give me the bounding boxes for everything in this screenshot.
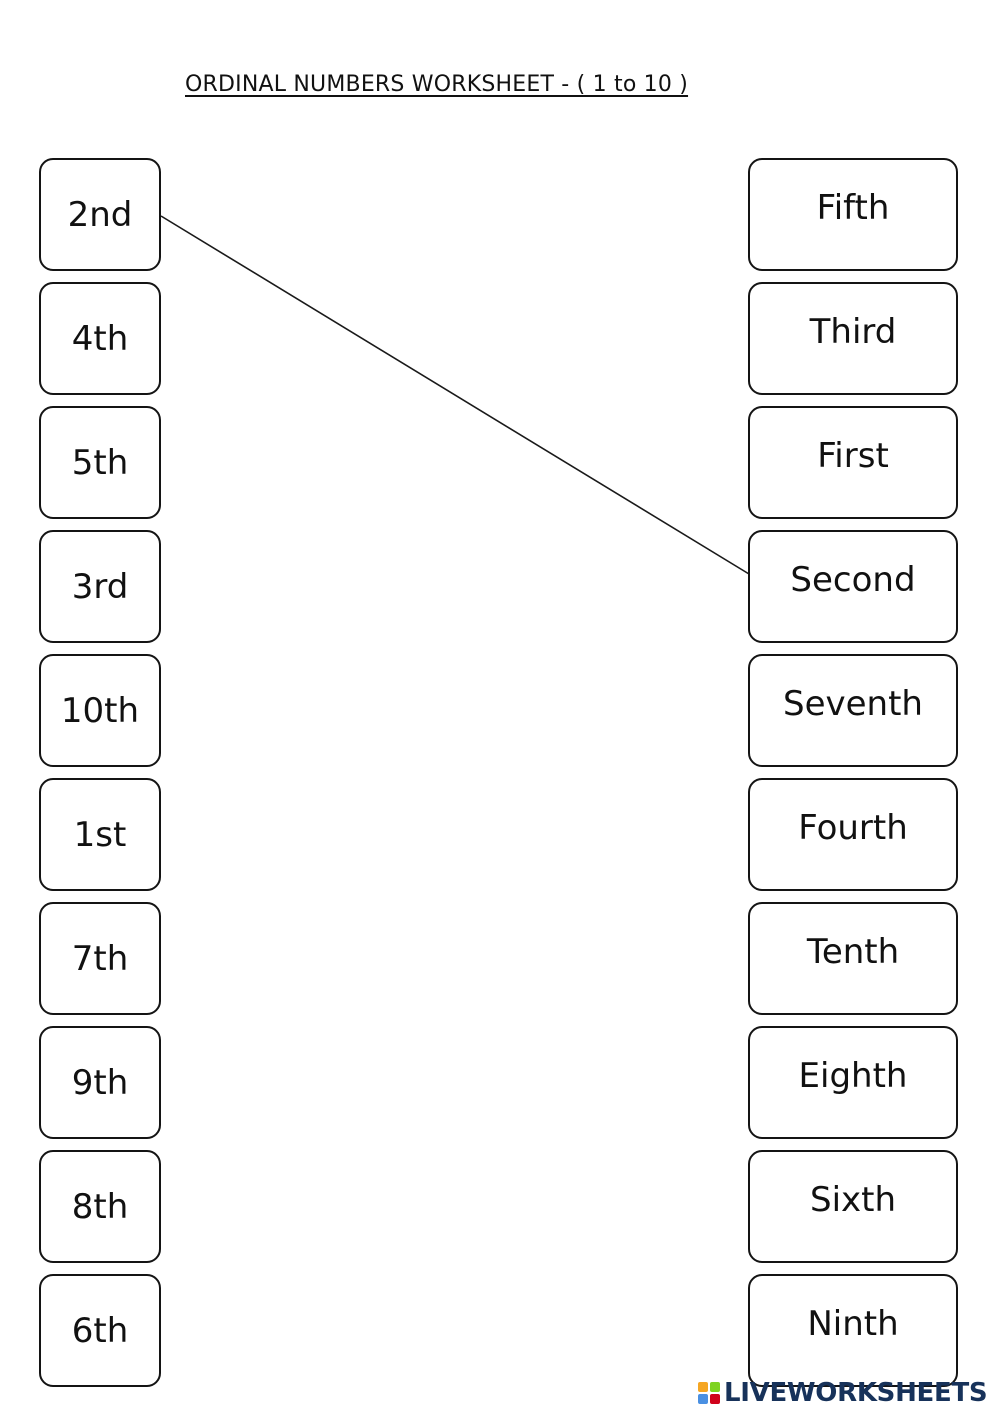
ordinal-word-box[interactable]: Ninth xyxy=(748,1274,958,1387)
ordinal-number-box[interactable]: 8th xyxy=(39,1150,161,1263)
ordinal-number-box[interactable]: 10th xyxy=(39,654,161,767)
ordinal-word-box[interactable]: Second xyxy=(748,530,958,643)
liveworksheets-watermark: LIVEWORKSHEETS xyxy=(698,1378,988,1408)
ordinal-word-box[interactable]: Tenth xyxy=(748,902,958,1015)
ordinal-number-box[interactable]: 2nd xyxy=(39,158,161,271)
page-title: ORDINAL NUMBERS WORKSHEET - ( 1 to 10 ) xyxy=(185,72,689,97)
logo-square xyxy=(710,1394,720,1404)
ordinal-word-box[interactable]: Fifth xyxy=(748,158,958,271)
ordinal-word-box[interactable]: Third xyxy=(748,282,958,395)
ordinal-word-box[interactable]: Seventh xyxy=(748,654,958,767)
liveworksheets-logo-icon xyxy=(698,1382,720,1404)
logo-square xyxy=(710,1382,720,1392)
ordinal-number-box[interactable]: 3rd xyxy=(39,530,161,643)
ordinal-word-box[interactable]: Fourth xyxy=(748,778,958,891)
ordinal-number-box[interactable]: 6th xyxy=(39,1274,161,1387)
logo-square xyxy=(698,1382,708,1392)
ordinal-number-box[interactable]: 1st xyxy=(39,778,161,891)
ordinal-number-column: 2nd 4th 5th 3rd 10th 1st 7th 9th 8th 6th xyxy=(39,158,161,1387)
ordinal-word-box[interactable]: Eighth xyxy=(748,1026,958,1139)
ordinal-word-box[interactable]: First xyxy=(748,406,958,519)
ordinal-number-box[interactable]: 9th xyxy=(39,1026,161,1139)
logo-square xyxy=(698,1394,708,1404)
ordinal-number-box[interactable]: 4th xyxy=(39,282,161,395)
watermark-text: LIVEWORKSHEETS xyxy=(724,1378,988,1408)
ordinal-number-box[interactable]: 5th xyxy=(39,406,161,519)
ordinal-number-box[interactable]: 7th xyxy=(39,902,161,1015)
ordinal-word-box[interactable]: Sixth xyxy=(748,1150,958,1263)
ordinal-word-column: Fifth Third First Second Seventh Fourth … xyxy=(748,158,958,1387)
